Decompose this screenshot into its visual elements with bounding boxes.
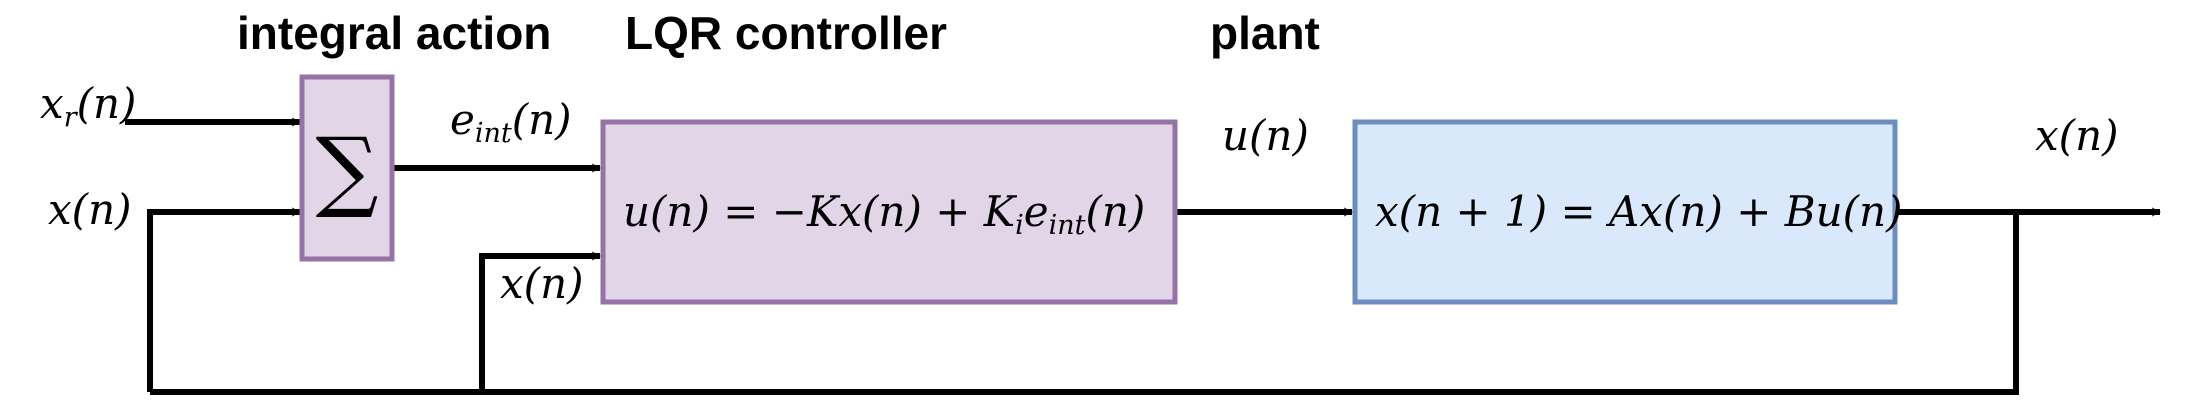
sigma-symbol: ∑ (316, 118, 379, 221)
controller-block (600, 119, 1178, 305)
label-state-in: x(n) (48, 185, 132, 234)
integrator-block (299, 74, 395, 262)
label-state-feedback: x(n) (500, 259, 584, 308)
plant-equation: x(n + 1) = Ax(n) + Bu(n) (1375, 187, 1902, 236)
label-reference: xr(n) (40, 79, 136, 133)
wire-state-to-controller (479, 251, 601, 392)
plant-block (1352, 119, 1898, 305)
label-control: u(n) (1222, 111, 1309, 160)
signal-wires (125, 117, 2161, 395)
label-output: x(n) (2035, 111, 2119, 160)
heading-lqr-controller: LQR controller (625, 7, 947, 59)
wire-state-to-integrator (147, 207, 301, 392)
label-error-integral: eint(n) (450, 95, 572, 149)
heading-plant: plant (1210, 7, 1320, 59)
heading-integral-action: integral action (237, 7, 551, 59)
wire-feedback-loop (150, 212, 2019, 395)
